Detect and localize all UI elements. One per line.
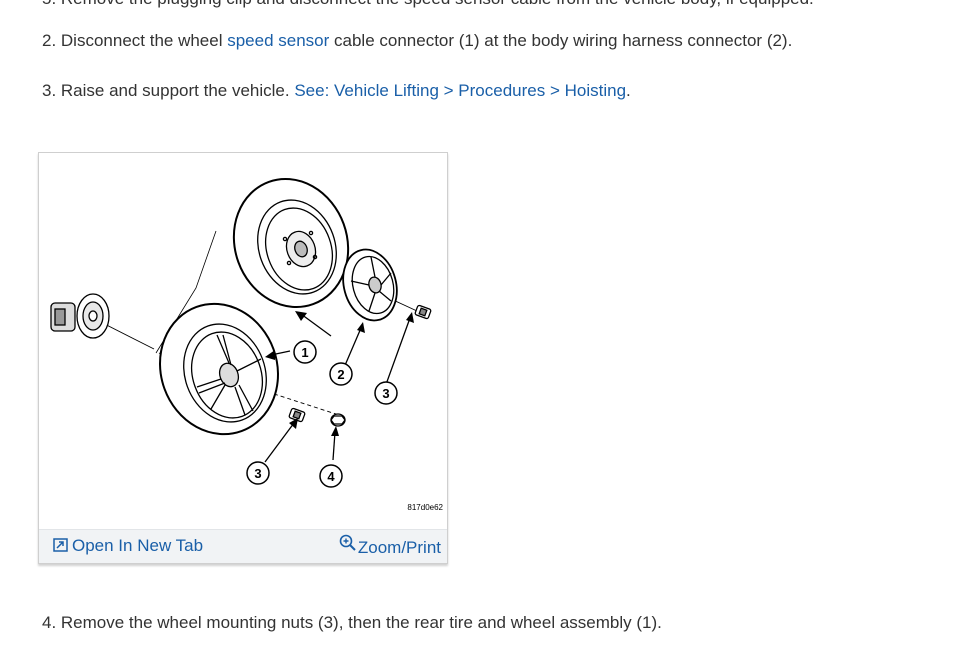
wheel-assembly-illustration: 1 2 3 3 4 817d0e62 <box>50 177 444 512</box>
zoom-in-icon <box>339 534 356 551</box>
open-in-new-tab-button[interactable]: Open In New Tab <box>53 536 203 556</box>
lug-nut-lower <box>288 407 306 423</box>
step-2-text-end: cable connector (1) at the body wiring h… <box>329 31 793 50</box>
wheel-cover <box>342 248 398 322</box>
callout-3-lower: 3 <box>254 466 261 481</box>
step-2-text-start: 2. Disconnect the wheel <box>42 31 228 50</box>
open-in-new-tab-label: Open In New Tab <box>72 536 204 555</box>
zoom-print-button[interactable]: Zoom/Print <box>339 534 441 558</box>
step-3-text-start: 3. Raise and support the vehicle. <box>42 81 295 100</box>
lower-tire <box>159 302 279 436</box>
hub-brake-assembly <box>50 293 110 339</box>
step-4: 4. Remove the wheel mounting nuts (3), t… <box>42 613 662 632</box>
upper-tire <box>232 177 350 309</box>
valve-cap <box>330 413 346 427</box>
lug-nut-upper <box>414 304 432 320</box>
wheel-removal-figure: 1 2 3 3 4 817d0e62 Open In New Tab Zoom/… <box>38 152 448 564</box>
figure-footer: Open In New Tab Zoom/Print <box>39 529 447 563</box>
figure-code: 817d0e62 <box>407 503 443 512</box>
callout-3-upper: 3 <box>382 386 389 401</box>
external-link-icon <box>53 538 68 552</box>
cut-off-step-text: 5. Remove the plugging clip and disconne… <box>42 0 814 9</box>
step-2: 2. Disconnect the wheel speed sensor cab… <box>42 30 792 52</box>
callout-4: 4 <box>327 469 335 484</box>
zoom-print-label: Zoom/Print <box>357 538 441 557</box>
step-3: 3. Raise and support the vehicle. See: V… <box>42 80 631 102</box>
callout-2: 2 <box>337 367 344 382</box>
vehicle-lifting-link[interactable]: See: Vehicle Lifting > Procedures > Hois… <box>294 81 627 100</box>
step-3-text-end: . <box>626 81 631 100</box>
callout-1: 1 <box>301 345 308 360</box>
speed-sensor-link[interactable]: speed sensor <box>227 31 330 50</box>
